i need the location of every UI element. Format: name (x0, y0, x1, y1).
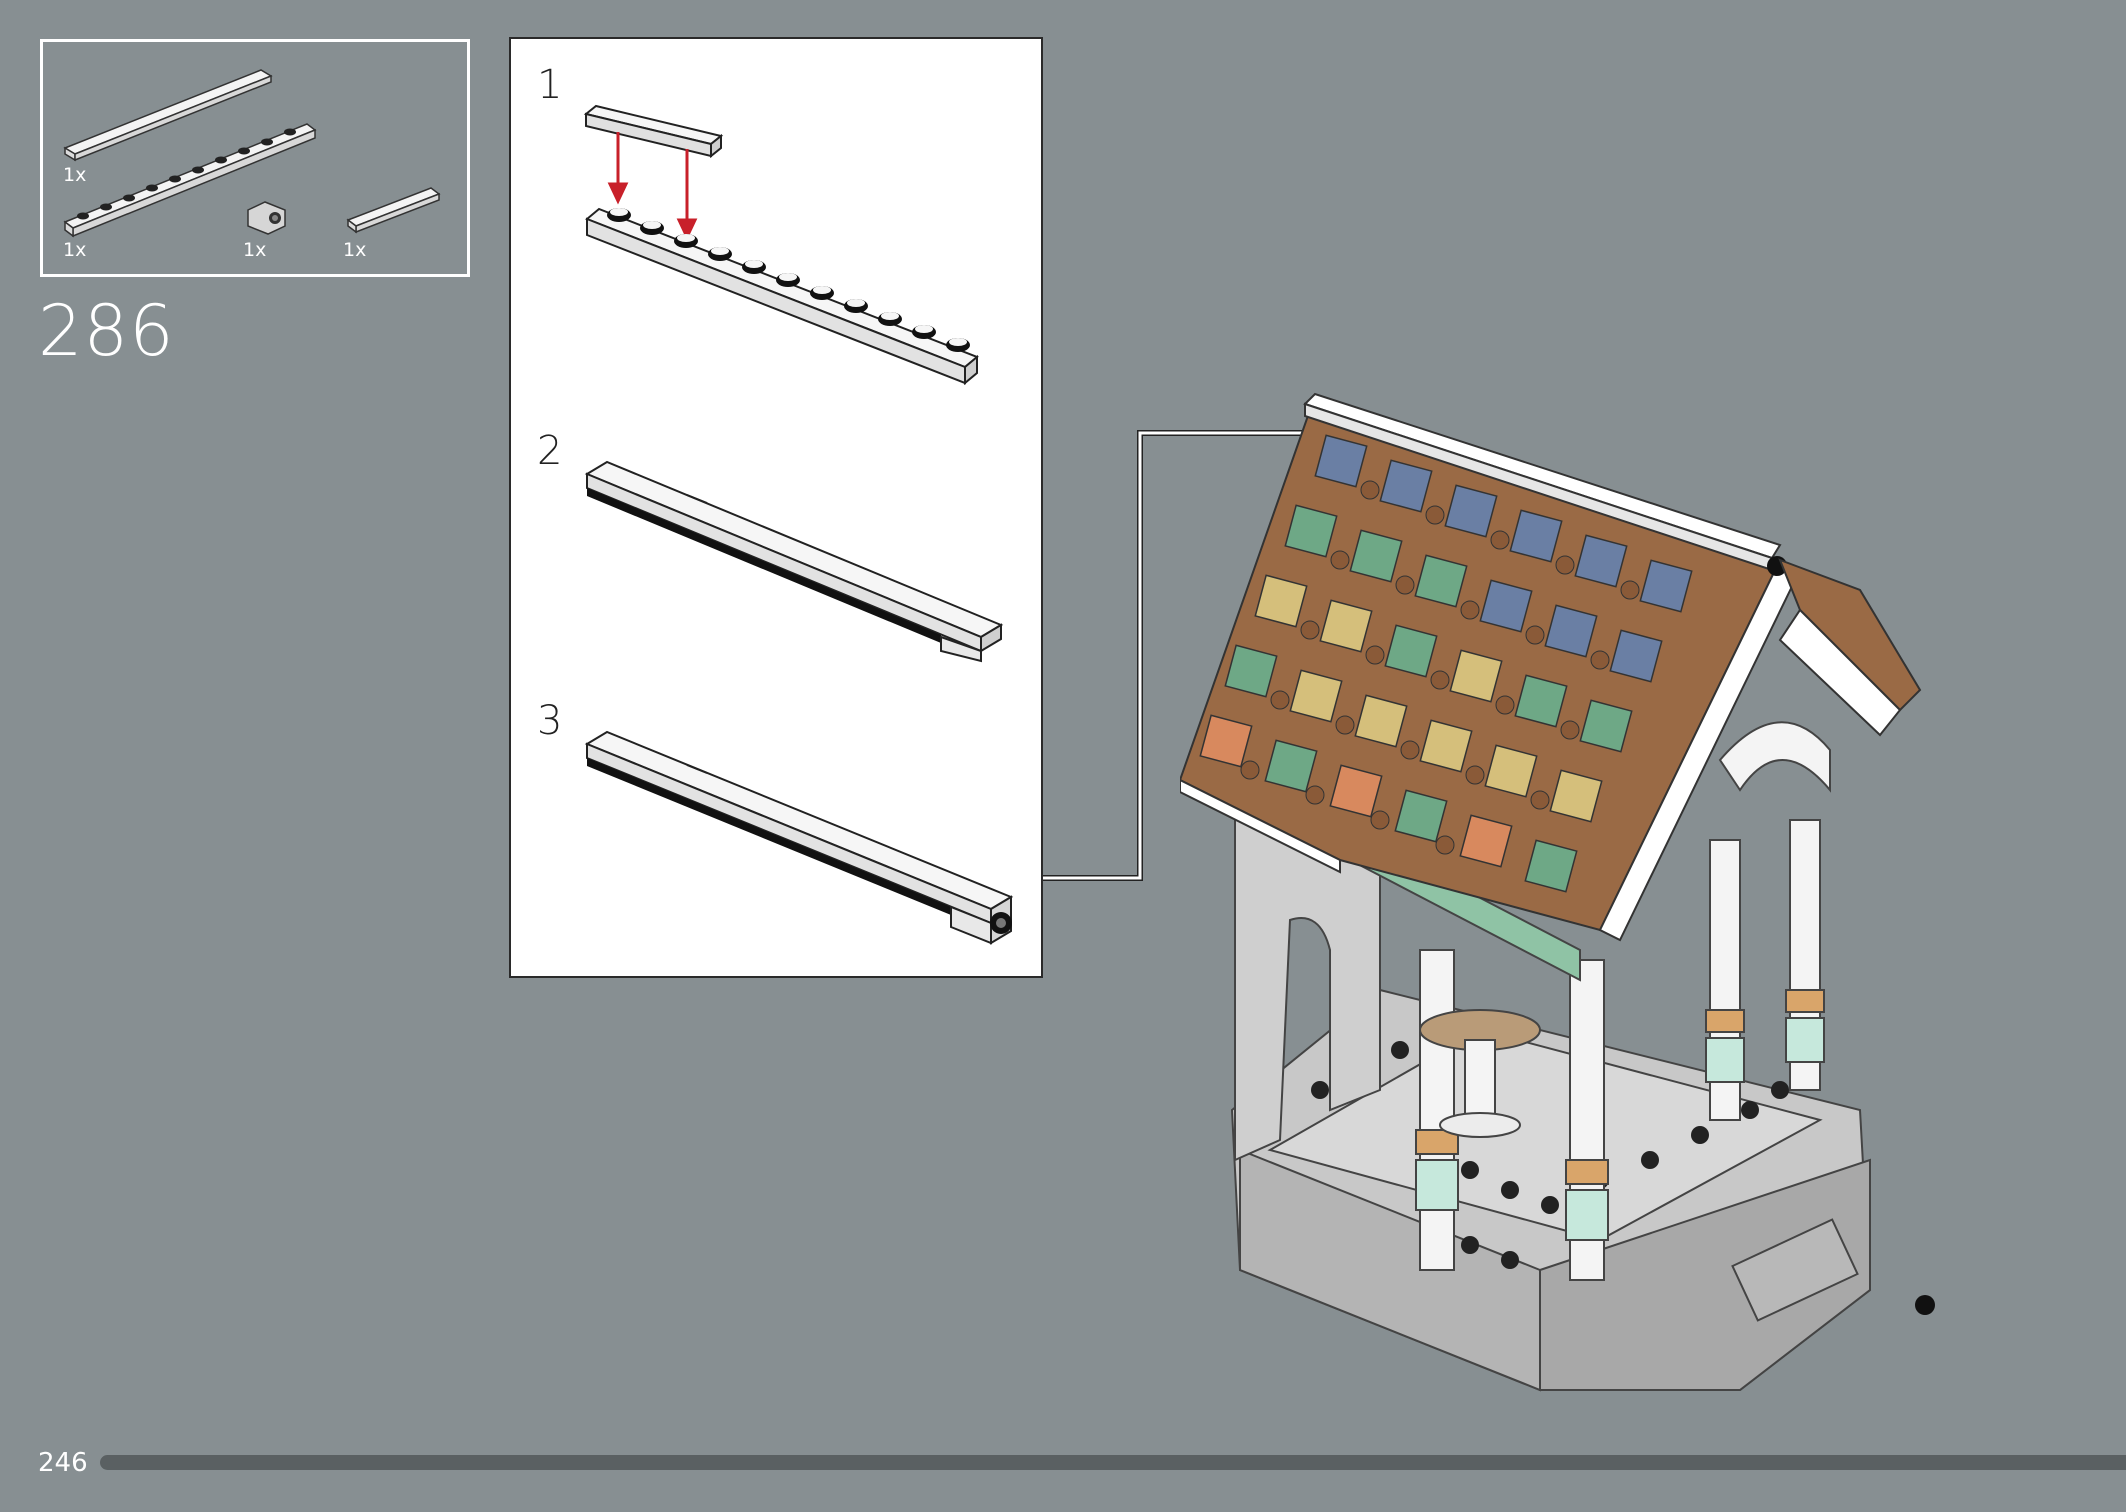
substep-illustrations (583, 104, 1014, 945)
model-arch-wall (1234, 788, 1381, 1162)
model-fountain (1419, 1009, 1541, 1138)
parts-illustrations (63, 69, 441, 238)
substep-number: 3 (537, 698, 563, 744)
substep-2-image (584, 460, 1004, 663)
part-qty-label: 1x (243, 239, 267, 261)
part-qty-label: 1x (63, 239, 87, 261)
arrow-down-icon (607, 132, 698, 241)
part-qty-label: 1x (63, 164, 87, 186)
substep-1-image (583, 104, 979, 386)
substep-number: 2 (537, 428, 563, 474)
progress-bar (100, 1455, 2126, 1470)
page-number: 246 (38, 1448, 88, 1478)
model-columns (1415, 721, 1831, 1281)
model-roof (1180, 392, 1922, 942)
substeps-panel: 1 2 3 (509, 37, 1043, 978)
model-illustration (1180, 392, 1935, 1392)
white-plate-1x10-image (63, 123, 317, 238)
light-gray-bracket-image (247, 201, 286, 235)
substep-number: 1 (537, 62, 563, 108)
white-tile-1x8-image (63, 69, 273, 162)
step-number: 286 (38, 290, 175, 372)
parts-list-box: 1x 1x 1x 1x (40, 39, 470, 277)
substep-3-image (584, 730, 1014, 945)
part-qty-label: 1x (343, 239, 367, 261)
white-tile-1x4-image (346, 187, 441, 234)
